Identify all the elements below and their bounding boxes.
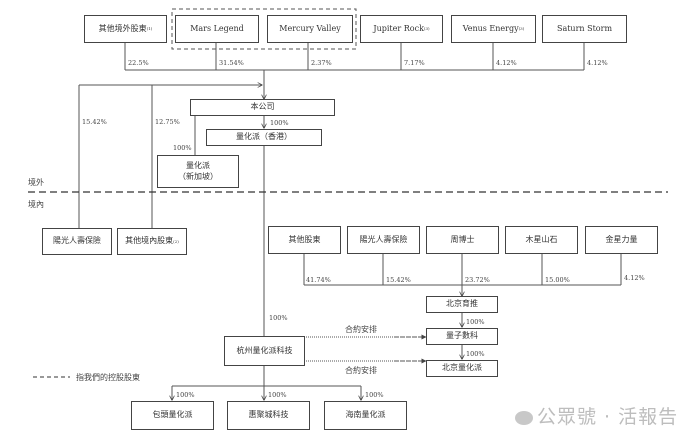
pct-other-onshore-company: 12.75% (155, 118, 180, 126)
region-label-onshore: 境內 (28, 200, 44, 209)
pct-vie-sunshine-life: 15.42% (386, 276, 411, 284)
vie-shareholder-box-dr-zhou: 周博士 (426, 226, 499, 254)
pct-baotou: 100% (176, 391, 195, 399)
pct-hainan: 100% (365, 391, 384, 399)
pct-quantum-data: 100% (466, 318, 485, 326)
company-box: 本公司 (190, 99, 335, 116)
watermark: 公眾號 · 活報告 (515, 402, 678, 429)
contract-label-upper: 合約安排 (345, 325, 377, 334)
pct-vie-venus-power: 4.12% (624, 274, 645, 282)
pct-sunshine-life-company: 15.42% (82, 118, 107, 126)
vie-entity-box-quantum-data: 量子數科 (426, 328, 498, 345)
pct-hk-sub: 100% (270, 119, 289, 127)
hk-subsidiary-box: 量化派（香港） (206, 129, 322, 146)
wfoe-box: 杭州量化派科技 (224, 336, 305, 366)
pct-mercury-valley: 2.37% (311, 59, 332, 67)
shareholder-box-other-offshore: 其他境外股東(1) (84, 15, 167, 43)
shareholder-box-saturn-storm: Saturn Storm (542, 15, 627, 43)
sg-subsidiary-box: 量化派 （新加坡） (157, 155, 239, 188)
shareholder-box-jupiter-rock: Jupiter Rock(3) (360, 15, 443, 43)
pct-sg-sub: 100% (173, 144, 192, 152)
pct-vie-others: 41.74% (306, 276, 331, 284)
pct-saturn-storm: 4.12% (587, 59, 608, 67)
pct-jupiter-rock: 7.17% (404, 59, 425, 67)
wechat-icon (515, 410, 533, 425)
pct-other-offshore: 22.5% (128, 59, 149, 67)
subsidiary-box-hainan: 海南量化派 (324, 401, 407, 430)
pct-wfoe: 100% (269, 314, 288, 322)
shareholder-box-mars-legend: Mars Legend (175, 15, 259, 43)
pct-mars-legend: 31.54% (219, 59, 244, 67)
shareholder-box-venus-energy: Venus Energy(3) (451, 15, 536, 43)
subsidiary-box-baotou: 包頭量化派 (131, 401, 214, 430)
subsidiary-box-huijucheng: 惠聚城科技 (227, 401, 310, 430)
shareholder-box-other-onshore: 其他境內股東(2) (117, 228, 187, 255)
pct-vie-jupiter-stone: 15.00% (545, 276, 570, 284)
pct-venus-energy: 4.12% (496, 59, 517, 67)
vie-shareholder-box-venus-power: 金星力量 (585, 226, 658, 254)
contract-label-lower: 合約安排 (345, 366, 377, 375)
shareholder-box-sunshine-life: 陽光人壽保險 (42, 228, 112, 255)
pct-huijucheng: 100% (268, 391, 287, 399)
vie-entity-box-beijing-yutui: 北京育推 (426, 296, 498, 313)
vie-shareholder-box-sunshine-life: 陽光人壽保險 (347, 226, 420, 254)
region-label-offshore: 境外 (28, 178, 44, 187)
vie-entity-box-beijing-quantgroup: 北京量化派 (426, 360, 498, 377)
controlling-group-dashed-box (171, 8, 357, 50)
vie-shareholder-box-others: 其他股東 (268, 226, 341, 254)
legend-controlling-shareholders: 指我們的控股股東 (76, 373, 140, 382)
vie-shareholder-box-jupiter-stone: 木星山石 (505, 226, 578, 254)
shareholder-box-mercury-valley: Mercury Valley (267, 15, 353, 43)
pct-vie-dr-zhou: 23.72% (465, 276, 490, 284)
pct-beijing-quantgroup: 100% (466, 350, 485, 358)
